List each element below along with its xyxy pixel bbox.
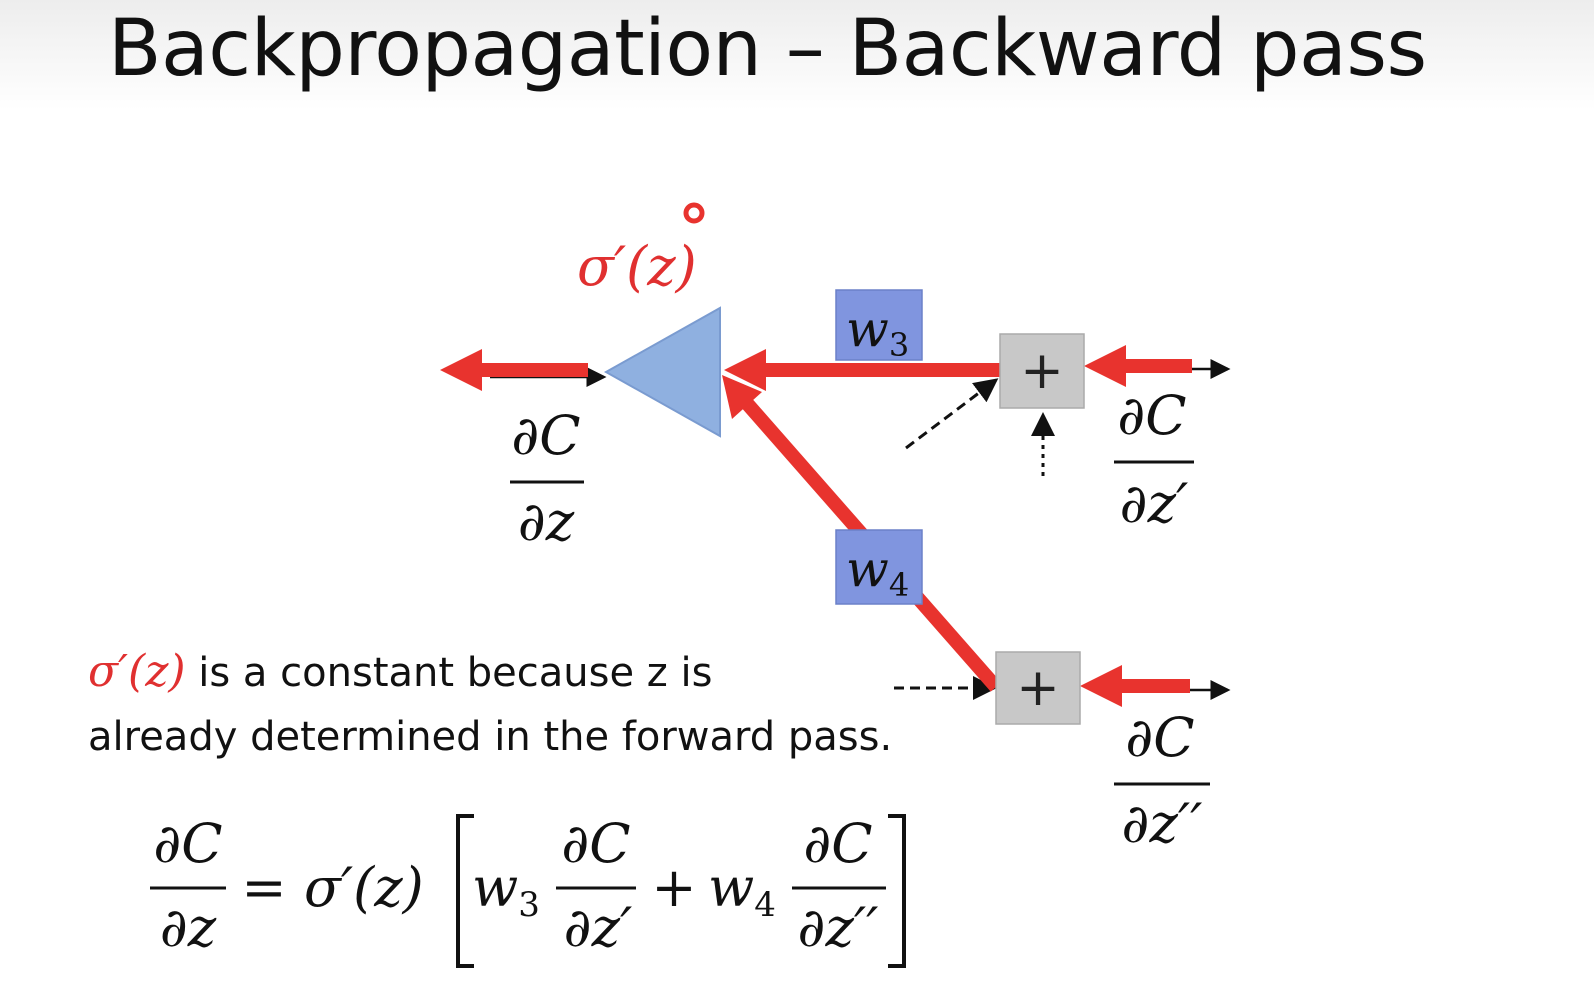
gradient-bottom-right-fraction: ∂C ∂z′′ xyxy=(1114,706,1210,855)
dashed-input-top-diag xyxy=(905,378,999,450)
eq-lhs-num: ∂C xyxy=(153,812,222,875)
svg-text:w3: w3 xyxy=(472,856,540,925)
eq-t2-den: ∂z′′ xyxy=(798,896,879,959)
note-sigma: σ′(z) xyxy=(88,646,186,697)
svg-text:w4: w4 xyxy=(708,856,776,925)
grad-left-den: ∂z xyxy=(518,490,575,553)
eq-t1-num: ∂C xyxy=(561,812,630,875)
grad-left-num: ∂C xyxy=(511,404,580,467)
explanation-note: σ′(z) is a constant because z is already… xyxy=(88,640,892,769)
backward-arrow-right-bottom xyxy=(1080,665,1190,707)
chain-rule-equation: ∂C ∂z = σ′(z) w3 ∂C ∂z′ + w4 ∂C ∂z′′ xyxy=(150,812,906,968)
weight-box-w4: w4 xyxy=(835,529,923,605)
w4-symbol: w xyxy=(846,540,889,598)
eq-w3: w xyxy=(472,856,518,919)
weight-box-w3: w3 xyxy=(835,289,923,364)
adder-box-bottom: + xyxy=(995,651,1081,725)
grad-bottom-right-num: ∂C xyxy=(1125,706,1194,769)
note-line-2: already determined in the forward pass. xyxy=(88,714,893,760)
note-line-1: σ′(z) is a constant because z is xyxy=(88,640,892,705)
eq-lhs-den: ∂z xyxy=(160,896,217,959)
neuron-triangle xyxy=(603,306,721,438)
eq-right-bracket xyxy=(888,814,906,968)
slide-title: Backpropagation – Backward pass xyxy=(108,4,1427,94)
backward-arrow-top-main xyxy=(724,349,1000,391)
backward-arrow-right-top xyxy=(1084,345,1192,387)
svg-text:w4: w4 xyxy=(846,540,909,604)
note-line-1-text: is a constant because z is xyxy=(198,650,713,696)
svg-text:w3: w3 xyxy=(846,300,909,364)
eq-sigma: σ′(z) xyxy=(304,856,424,919)
eq-plus: + xyxy=(651,856,696,919)
grad-top-right-num: ∂C xyxy=(1117,384,1186,447)
eq-t1-den: ∂z′ xyxy=(564,896,633,959)
grad-top-right-den: ∂z′ xyxy=(1120,472,1189,535)
eq-w3-sub: 3 xyxy=(518,885,540,925)
eq-t2-num: ∂C xyxy=(803,812,872,875)
eq-left-bracket xyxy=(456,814,474,968)
adder-top-plus: + xyxy=(1020,341,1064,401)
adder-bottom-plus: + xyxy=(1016,658,1060,718)
activation-label: σ′(z) xyxy=(577,235,697,298)
eq-equals: = xyxy=(241,856,286,919)
grad-bottom-right-den: ∂z′′ xyxy=(1122,792,1203,855)
w4-subscript: 4 xyxy=(889,566,909,604)
w3-symbol: w xyxy=(846,300,889,358)
eq-w4: w xyxy=(708,856,754,919)
laser-pointer-dot xyxy=(683,202,705,224)
gradient-left-fraction: ∂C ∂z xyxy=(510,404,584,553)
eq-w4-sub: 4 xyxy=(754,885,776,925)
backward-arrow-left xyxy=(440,349,588,391)
adder-box-top: + xyxy=(999,333,1085,409)
gradient-top-right-fraction: ∂C ∂z′ xyxy=(1114,384,1194,535)
w3-subscript: 3 xyxy=(889,326,909,364)
